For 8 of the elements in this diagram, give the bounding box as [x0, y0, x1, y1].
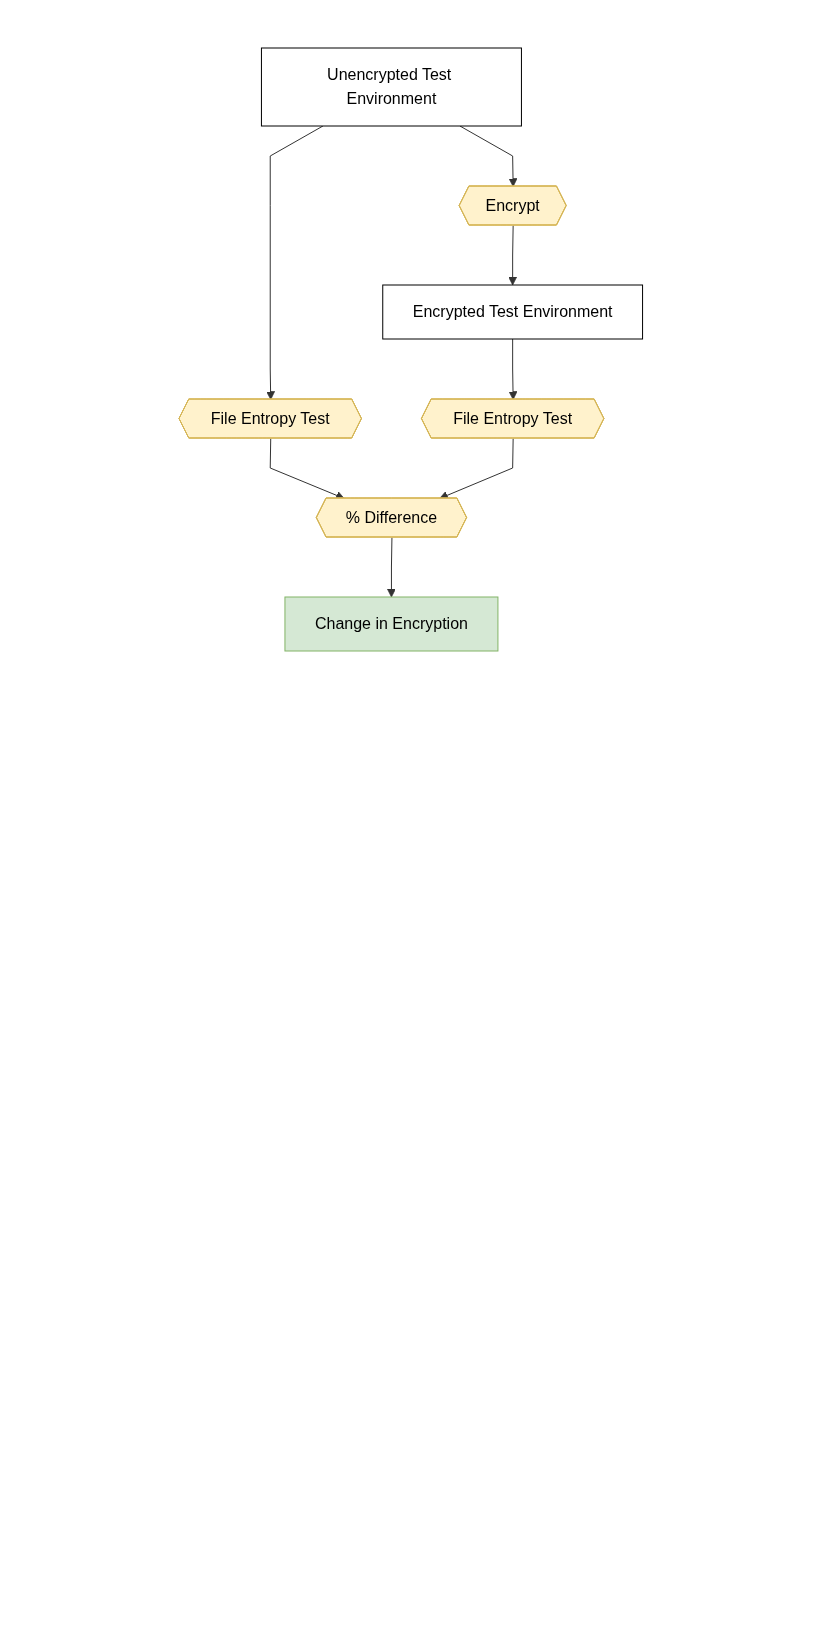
- arrow: [439, 438, 514, 500]
- node-box: Encrypted Test Environment: [382, 284, 644, 340]
- node-box: Unencrypted Test Environment: [261, 47, 523, 127]
- node-box: Change in Encryption: [284, 596, 499, 652]
- arrow: [387, 537, 397, 598]
- arrow: [508, 225, 518, 286]
- arrow: [269, 438, 345, 500]
- arrow: [508, 338, 518, 400]
